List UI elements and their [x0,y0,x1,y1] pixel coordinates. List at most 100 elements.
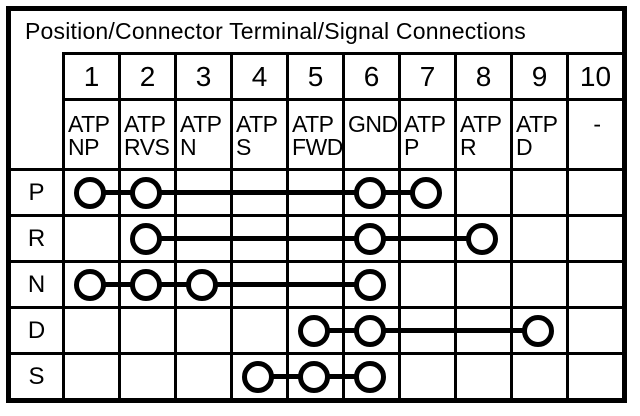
connection-line [314,328,538,333]
terminal-circle [298,314,330,347]
terminal-number-cell: 3 [174,55,230,98]
terminal-cell [398,263,454,306]
terminal-circle [466,222,498,255]
position-label: R [27,224,46,252]
terminal-cell [62,171,118,214]
signal-name-line: D [516,134,533,160]
connection-track [62,217,622,260]
connection-track [62,263,622,306]
terminal-circle [354,176,386,209]
terminal-cell [454,355,510,398]
terminal-circle [410,176,442,209]
connection-line [146,236,482,241]
terminal-circle [354,314,386,347]
signal-name-line: NP [68,134,99,160]
position-row: S [11,352,622,398]
terminal-cell [62,309,118,352]
terminal-number-cell: 5 [286,55,342,98]
terminal-number-cell: 6 [342,55,398,98]
position-label: N [27,270,46,298]
terminal-circle [298,360,330,393]
signal-name-line: ATP [404,111,446,137]
terminal-number-cell: 2 [118,55,174,98]
signal-name-line: ATP [124,111,166,137]
terminal-cell [118,217,174,260]
position-row: D [11,306,622,352]
position-label: D [27,316,46,344]
terminal-cell [454,263,510,306]
connection-line [90,190,426,195]
terminal-circle [130,176,162,209]
terminal-cell [454,171,510,214]
terminal-cell [62,355,118,398]
terminal-cell [62,217,118,260]
signal-name-cell: GND [342,101,398,168]
signal-name-line: P [404,134,419,160]
terminal-circle [522,314,554,347]
terminal-cell [566,171,622,214]
signal-name-line: RVS [124,134,170,160]
position-row: N [11,260,622,306]
terminal-cell [510,217,566,260]
signal-name-line: N [180,134,197,160]
position-label: S [28,362,45,390]
terminal-circle [130,222,162,255]
terminal-cell [230,355,286,398]
terminal-circle [74,176,106,209]
terminal-cell [566,355,622,398]
terminal-circle [242,360,274,393]
terminal-cell [118,355,174,398]
connection-line [90,282,370,287]
connection-table: Position/Connector Terminal/Signal Conne… [6,6,627,403]
terminal-circle [186,268,218,301]
connection-track [62,309,622,352]
terminal-number-cell: 10 [566,55,622,98]
signal-name-line: ATP [236,111,278,137]
signal-name-line: S [236,134,251,160]
terminal-circle [130,268,162,301]
terminal-cell [230,309,286,352]
connection-track [62,355,622,398]
terminal-cell [566,263,622,306]
terminal-number-cell: 7 [398,55,454,98]
terminal-cell [398,355,454,398]
connection-track [62,171,622,214]
signal-name-line: GND [348,111,398,137]
terminal-circle [354,360,386,393]
terminal-circle [74,268,106,301]
signal-name-line: - [593,111,601,137]
terminal-number-cell: 8 [454,55,510,98]
signal-name-line: FWD [292,134,343,160]
terminal-number-cell: 4 [230,55,286,98]
signal-name-line: ATP [292,111,334,137]
position-row: R [11,214,622,260]
signal-name-line: ATP [68,111,110,137]
terminal-cell [566,309,622,352]
terminal-cell [62,263,118,306]
signal-name-cell: - [566,101,622,168]
terminal-circle [354,222,386,255]
terminal-cell [566,217,622,260]
terminal-cell [510,263,566,306]
position-label: P [28,178,45,206]
terminal-number-cell: 1 [62,55,118,98]
signal-name-line: ATP [516,111,558,137]
signal-name-line: ATP [180,111,222,137]
table-title: Position/Connector Terminal/Signal Conne… [25,18,526,44]
terminal-cell [510,355,566,398]
signal-name-line: ATP [460,111,502,137]
terminal-cell [510,171,566,214]
terminal-cell [174,355,230,398]
signal-name-line: R [460,134,477,160]
terminal-cell [286,309,342,352]
